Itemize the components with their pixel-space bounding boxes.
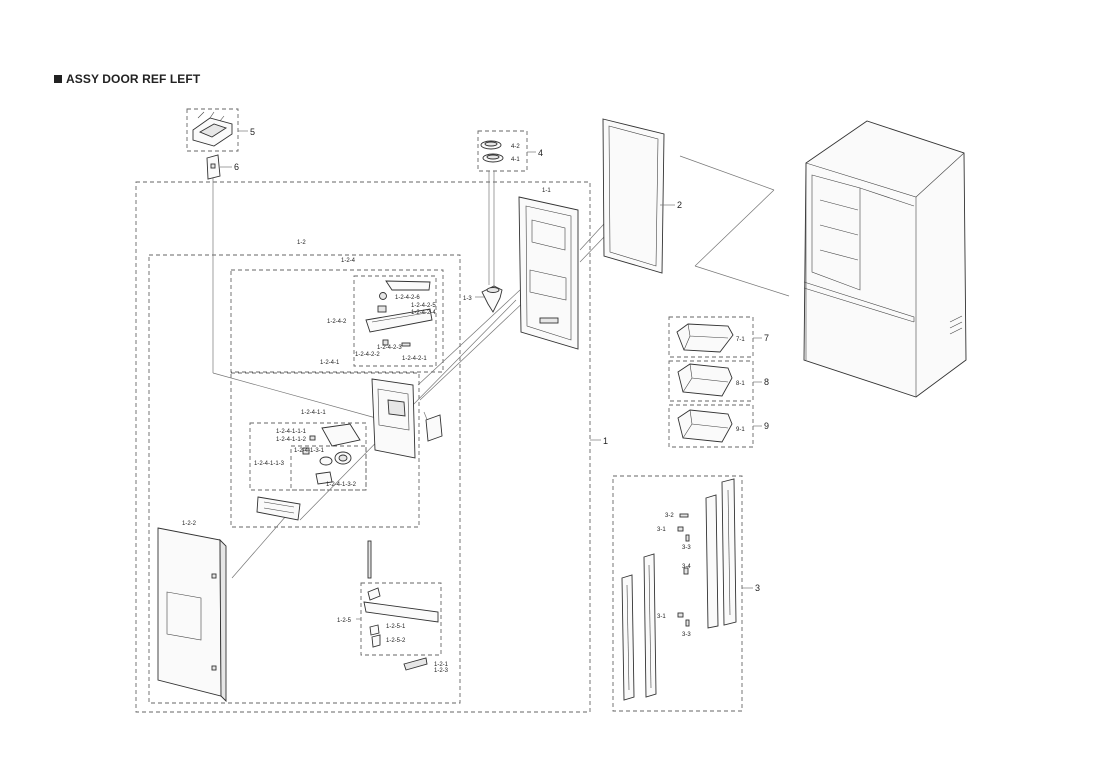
label-1-2-4-1-3-1: 1-2-4-1-3-1 <box>294 448 325 454</box>
part-1-2-4-panel <box>256 496 301 521</box>
group-box-1-2-4-1 <box>230 372 420 528</box>
part-1-2-4-1-1-mechanism <box>302 423 361 485</box>
group-box-5 <box>186 108 239 152</box>
part-7-1-bin <box>676 323 734 353</box>
label-4-2: 4-2 <box>511 144 520 150</box>
label-1-2: 1-2 <box>297 240 306 246</box>
label-1-2-4-1-1-3: 1-2-4-1-1-3 <box>254 461 285 467</box>
part-5-cover <box>192 111 233 147</box>
label-1: 1 <box>603 436 608 446</box>
label-3-1-bottom: 3-1 <box>657 614 666 620</box>
label-1-2-4: 1-2-4 <box>341 258 356 264</box>
part-1-3-bracket <box>481 285 503 313</box>
label-leaders <box>220 130 762 620</box>
label-1-2-4-2-5: 1-2-4-2-5 <box>411 303 436 309</box>
refrigerator-body <box>803 120 967 398</box>
group-box-8 <box>668 360 754 402</box>
label-8: 8 <box>764 377 769 387</box>
part-4-caps <box>480 140 504 163</box>
label-3-2: 3-2 <box>665 513 674 519</box>
group-box-1-2-4-2 <box>353 275 437 367</box>
label-1-1: 1-1 <box>542 188 551 194</box>
part-1-2-5-assembly <box>363 540 439 671</box>
part-9-1-bin <box>677 409 733 443</box>
label-1-2-4-1: 1-2-4-1 <box>320 360 340 366</box>
group-box-7 <box>668 316 754 358</box>
group-box-1-2 <box>148 254 461 704</box>
label-1-2-4-1-3-2: 1-2-4-1-3-2 <box>326 482 357 488</box>
label-1-3: 1-3 <box>463 296 472 302</box>
group-box-1-2-4 <box>230 269 444 373</box>
label-5: 5 <box>250 127 255 137</box>
label-7: 7 <box>764 333 769 343</box>
part-6-cap <box>206 154 221 180</box>
assembly-lines <box>212 155 790 579</box>
part-8-1-bin <box>677 363 733 397</box>
group-box-3 <box>612 475 743 712</box>
label-2: 2 <box>677 200 682 210</box>
label-8-1: 8-1 <box>736 381 745 387</box>
part-1-2-2-door-front <box>157 527 227 703</box>
part-1-2-4-1-housing <box>371 378 443 459</box>
group-box-1-2-4-1-3 <box>290 445 367 491</box>
label-1-2-4-2-4: 1-2-4-2-4 <box>411 310 436 316</box>
part-3-rails <box>621 478 737 701</box>
label-4-1: 4-1 <box>511 157 520 163</box>
label-1-2-3: 1-2-3 <box>434 668 449 674</box>
label-1-2-4-2-3: 1-2-4-2-3 <box>377 345 402 351</box>
label-1-2-5: 1-2-5 <box>337 618 352 624</box>
part-1-2-4-2-assembly <box>365 280 433 347</box>
label-6: 6 <box>234 162 239 172</box>
title-bullet-icon <box>54 75 62 83</box>
diagram-title: ASSY DOOR REF LEFT <box>54 72 200 86</box>
label-1-2-4-2-1: 1-2-4-2-1 <box>402 356 427 362</box>
part-2-gasket <box>602 118 665 274</box>
label-9-1: 9-1 <box>736 427 745 433</box>
label-4: 4 <box>538 148 543 158</box>
label-3-4: 3-4 <box>682 564 691 570</box>
label-1-2-4-2-6: 1-2-4-2-6 <box>395 295 420 301</box>
label-1-2-5-2: 1-2-5-2 <box>386 638 406 644</box>
label-7-1: 7-1 <box>736 337 745 343</box>
label-1-2-2: 1-2-2 <box>182 521 197 527</box>
page-title: ASSY DOOR REF LEFT <box>66 72 201 86</box>
label-1-2-1: 1-2-1 <box>434 662 449 668</box>
part-1-1-door-liner <box>518 196 579 350</box>
part-labels: 5 6 4 4-2 4-1 1-1 2 1-2 1-2-4 1-3 1-2-4-… <box>182 127 769 674</box>
group-box-1 <box>135 181 591 713</box>
label-1-2-4-2: 1-2-4-2 <box>327 319 347 325</box>
label-3: 3 <box>755 583 760 593</box>
label-1-2-5-1: 1-2-5-1 <box>386 624 406 630</box>
label-1-2-4-1-1-1: 1-2-4-1-1-1 <box>276 429 307 435</box>
label-9: 9 <box>764 421 769 431</box>
label-3-3-top: 3-3 <box>682 545 691 551</box>
label-3-3-bottom: 3-3 <box>682 632 691 638</box>
label-3-1-top: 3-1 <box>657 527 666 533</box>
group-box-4 <box>477 130 528 172</box>
label-1-2-4-2-2: 1-2-4-2-2 <box>355 352 380 358</box>
label-1-2-4-1-1-2: 1-2-4-1-1-2 <box>276 437 307 443</box>
label-1-2-4-1-1: 1-2-4-1-1 <box>301 410 326 416</box>
